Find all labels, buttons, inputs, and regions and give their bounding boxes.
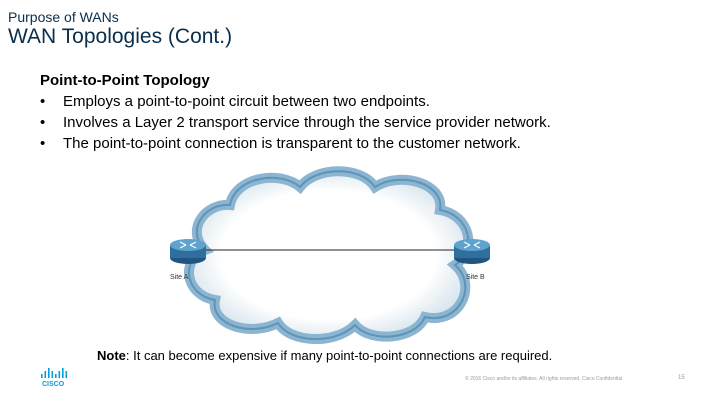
bullet-item: • Involves a Layer 2 transport service t…: [40, 112, 700, 133]
router-icon: [454, 239, 490, 264]
point-to-point-diagram: Site A Site B: [170, 166, 490, 344]
slide-content: Point-to-Point Topology • Employs a poin…: [40, 71, 700, 154]
page-number: 15: [678, 375, 685, 381]
bullet-text: Employs a point-to-point circuit between…: [63, 93, 430, 110]
bullet-icon: •: [40, 135, 46, 152]
site-b-label: Site B: [466, 274, 485, 281]
bullet-item: • The point-to-point connection is trans…: [40, 133, 700, 154]
bullet-list: • Employs a point-to-point circuit betwe…: [40, 91, 700, 154]
note-text: : It can become expensive if many point-…: [125, 348, 553, 363]
bullet-text: The point-to-point connection is transpa…: [63, 135, 521, 152]
note: Note: It can become expensive if many po…: [97, 348, 552, 364]
bullet-icon: •: [40, 93, 46, 110]
bullet-text: Involves a Layer 2 transport service thr…: [63, 114, 551, 131]
router-icon: [170, 239, 206, 264]
section-title: Purpose of WANs: [8, 9, 119, 25]
note-label: Note: [97, 348, 126, 363]
copyright-text: © 2016 Cisco and/or its affiliates. All …: [465, 376, 623, 382]
bullet-icon: •: [40, 114, 46, 131]
site-a-label: Site A: [170, 274, 189, 281]
bullet-item: • Employs a point-to-point circuit betwe…: [40, 91, 700, 112]
cisco-logo-icon: CISCO: [41, 368, 68, 388]
page-title: WAN Topologies (Cont.): [8, 25, 233, 48]
logo-text: CISCO: [42, 381, 65, 388]
provider-cloud-icon: [184, 166, 474, 344]
topology-heading: Point-to-Point Topology: [40, 72, 210, 89]
